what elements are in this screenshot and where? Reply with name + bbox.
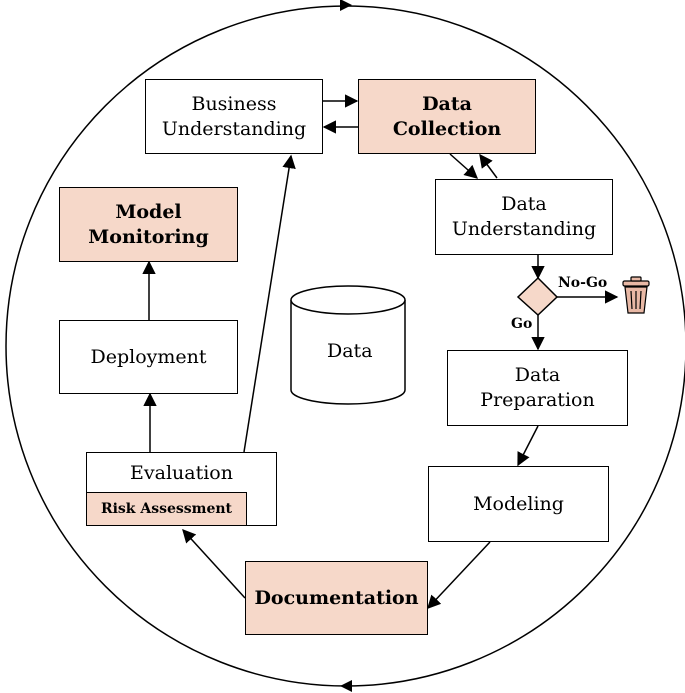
- arrow-modeling-to-documentation: [427, 541, 491, 609]
- arrow-documentation-to-evaluation: [182, 529, 246, 599]
- data-store-label: Data: [327, 340, 373, 362]
- model-monitoring-label: Model Monitoring: [88, 200, 209, 248]
- data-understanding-box: Data Understanding: [435, 179, 613, 255]
- arrow-collection-to-understanding: [449, 153, 479, 179]
- data-collection-label: Data Collection: [392, 92, 502, 140]
- cycle-arrowhead-bottom: [340, 680, 352, 692]
- documentation-label: Documentation: [254, 586, 419, 609]
- model-monitoring-box: Model Monitoring: [59, 187, 238, 262]
- data-preparation-label: Data Preparation: [480, 364, 595, 411]
- data-understanding-label: Data Understanding: [451, 193, 597, 240]
- decision-diamond: [516, 276, 559, 317]
- risk-assessment-label: Risk Assessment: [100, 501, 233, 517]
- arrow-preparation-to-modeling: [517, 425, 539, 467]
- modeling-label: Modeling: [473, 492, 564, 515]
- go-label: Go: [511, 316, 533, 332]
- deployment-label: Deployment: [90, 345, 207, 368]
- data-collection-box: Data Collection: [358, 79, 536, 154]
- data-store-cylinder: [290, 285, 406, 405]
- nogo-label: No-Go: [558, 275, 608, 291]
- cycle-arrowhead-top: [340, 0, 352, 11]
- documentation-box: Documentation: [245, 561, 428, 635]
- deployment-box: Deployment: [59, 320, 238, 394]
- evaluation-label: Evaluation: [130, 462, 233, 484]
- business-understanding-label: Business Understanding: [161, 92, 307, 140]
- trash-icon: [622, 276, 650, 314]
- data-preparation-box: Data Preparation: [447, 350, 628, 426]
- arrow-understanding-to-collection: [479, 153, 498, 179]
- modeling-box: Modeling: [428, 466, 609, 542]
- risk-assessment-box: Risk Assessment: [86, 492, 247, 526]
- business-understanding-box: Business Understanding: [145, 79, 323, 154]
- arrow-evaluation-to-business: [243, 154, 296, 453]
